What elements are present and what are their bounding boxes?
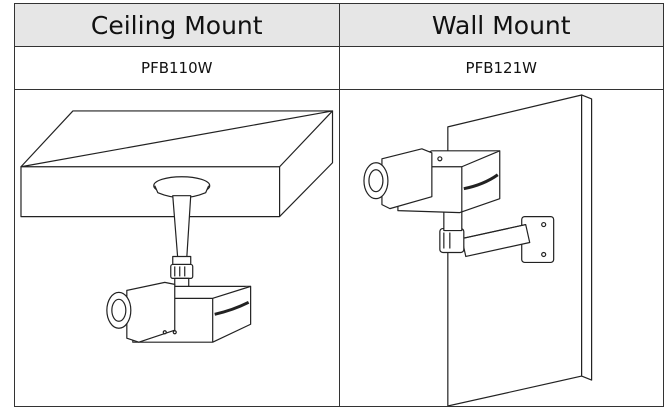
header-wall-mount: Wall Mount	[338, 4, 664, 46]
model-row: PFB110W PFB121W	[15, 46, 663, 90]
model-wall: PFB121W	[338, 46, 664, 89]
mount-table: Ceiling Mount Wall Mount PFB110W PFB121W	[14, 3, 664, 407]
illustration-row	[15, 89, 663, 406]
ceiling-mounted-camera-icon	[20, 110, 334, 343]
model-ceiling: PFB110W	[141, 58, 213, 77]
header-ceiling-mount: Ceiling Mount	[90, 10, 263, 40]
wall-mounted-camera-icon	[362, 94, 592, 406]
wall-illustration-cell	[338, 89, 664, 406]
ceiling-illustration-cell	[15, 89, 339, 406]
table-header-row: Ceiling Mount Wall Mount	[15, 4, 663, 47]
